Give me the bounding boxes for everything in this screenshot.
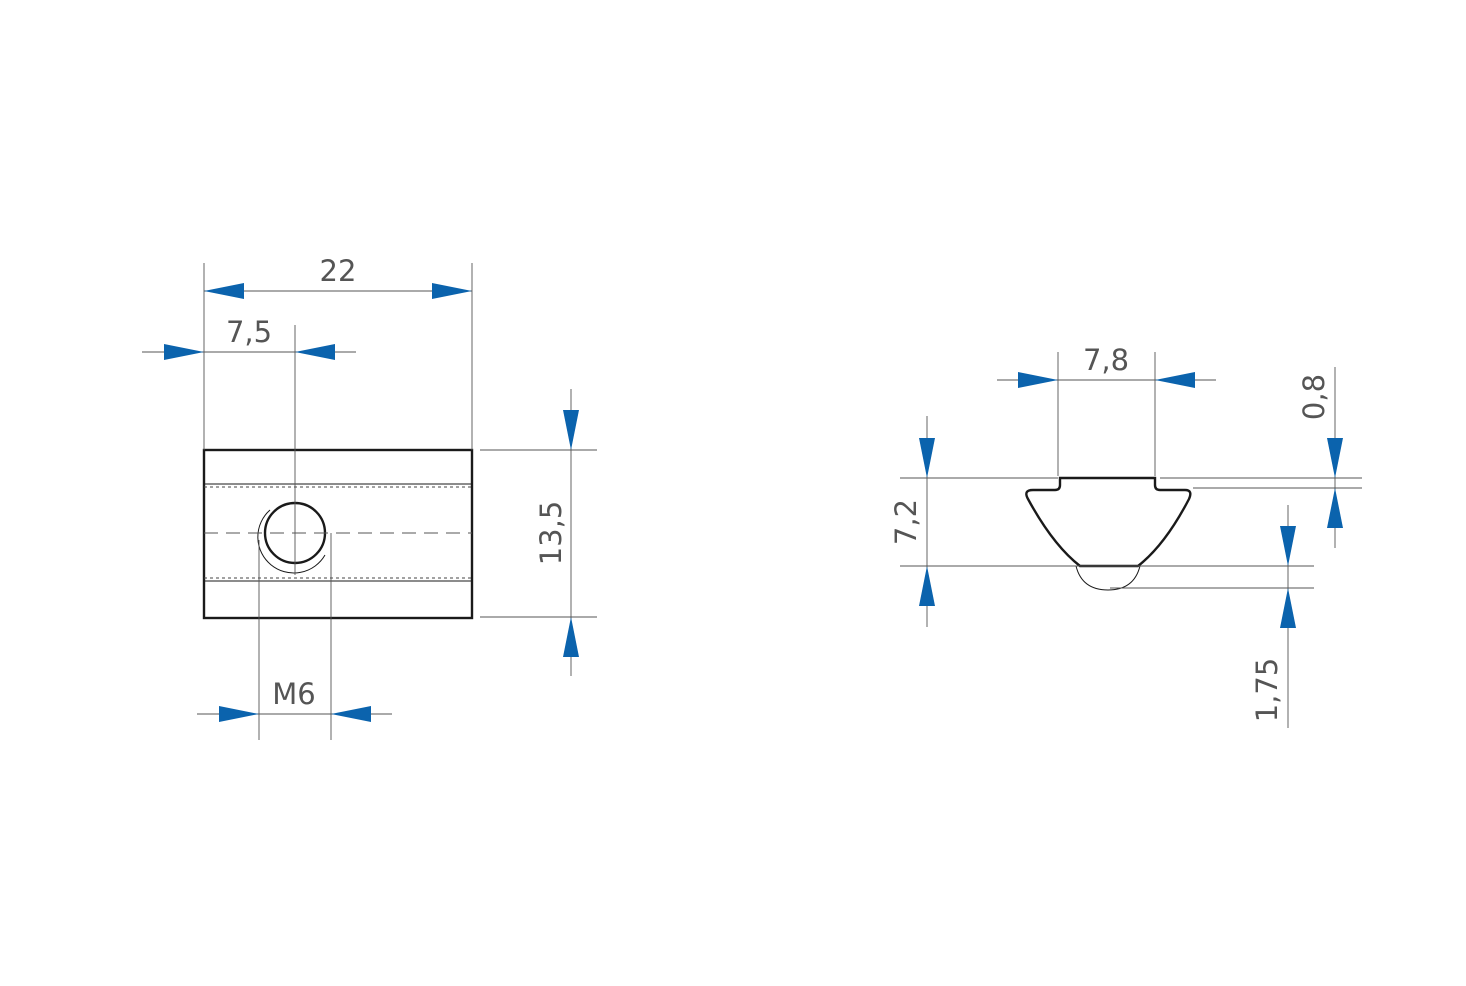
arrow-7-5-left	[164, 344, 204, 360]
dim-label-13-5: 13,5	[534, 501, 568, 566]
arrow-1-75-top	[1280, 526, 1296, 566]
t-nut-profile	[1025, 476, 1192, 568]
thread-hole-outer-arc	[257, 509, 326, 574]
spring-ball	[1075, 565, 1141, 591]
dim-label-1-75: 1,75	[1250, 658, 1284, 723]
arrow-m6-right	[331, 706, 371, 722]
side-view: 7,8 0,8 7,2 1,75	[889, 343, 1362, 728]
arrow-1-75-bottom	[1280, 588, 1296, 628]
arrow-7-5-right	[295, 344, 335, 360]
dim-label-m6: M6	[272, 677, 315, 711]
nut-body-outline	[202, 448, 474, 620]
dim-label-0-8: 0,8	[1297, 374, 1331, 420]
dim-label-22: 22	[320, 254, 357, 288]
arrow-7-2-bottom	[919, 566, 935, 606]
arrow-7-8-left	[1018, 372, 1058, 388]
arrow-22-right	[432, 283, 472, 299]
front-view: 22 7,5 13,5 M6	[142, 254, 597, 740]
arrow-7-8-right	[1155, 372, 1195, 388]
arrow-13-5-bottom	[563, 617, 579, 657]
arrow-0-8-top	[1327, 438, 1343, 478]
arrow-7-2-top	[919, 438, 935, 478]
arrow-m6-left	[219, 706, 259, 722]
arrow-22-left	[204, 283, 244, 299]
arrow-13-5-top	[563, 410, 579, 450]
arrow-0-8-bottom	[1327, 488, 1343, 528]
dim-label-7-2: 7,2	[889, 499, 923, 545]
dim-label-7-8: 7,8	[1083, 343, 1129, 377]
dim-label-7-5: 7,5	[226, 315, 272, 349]
